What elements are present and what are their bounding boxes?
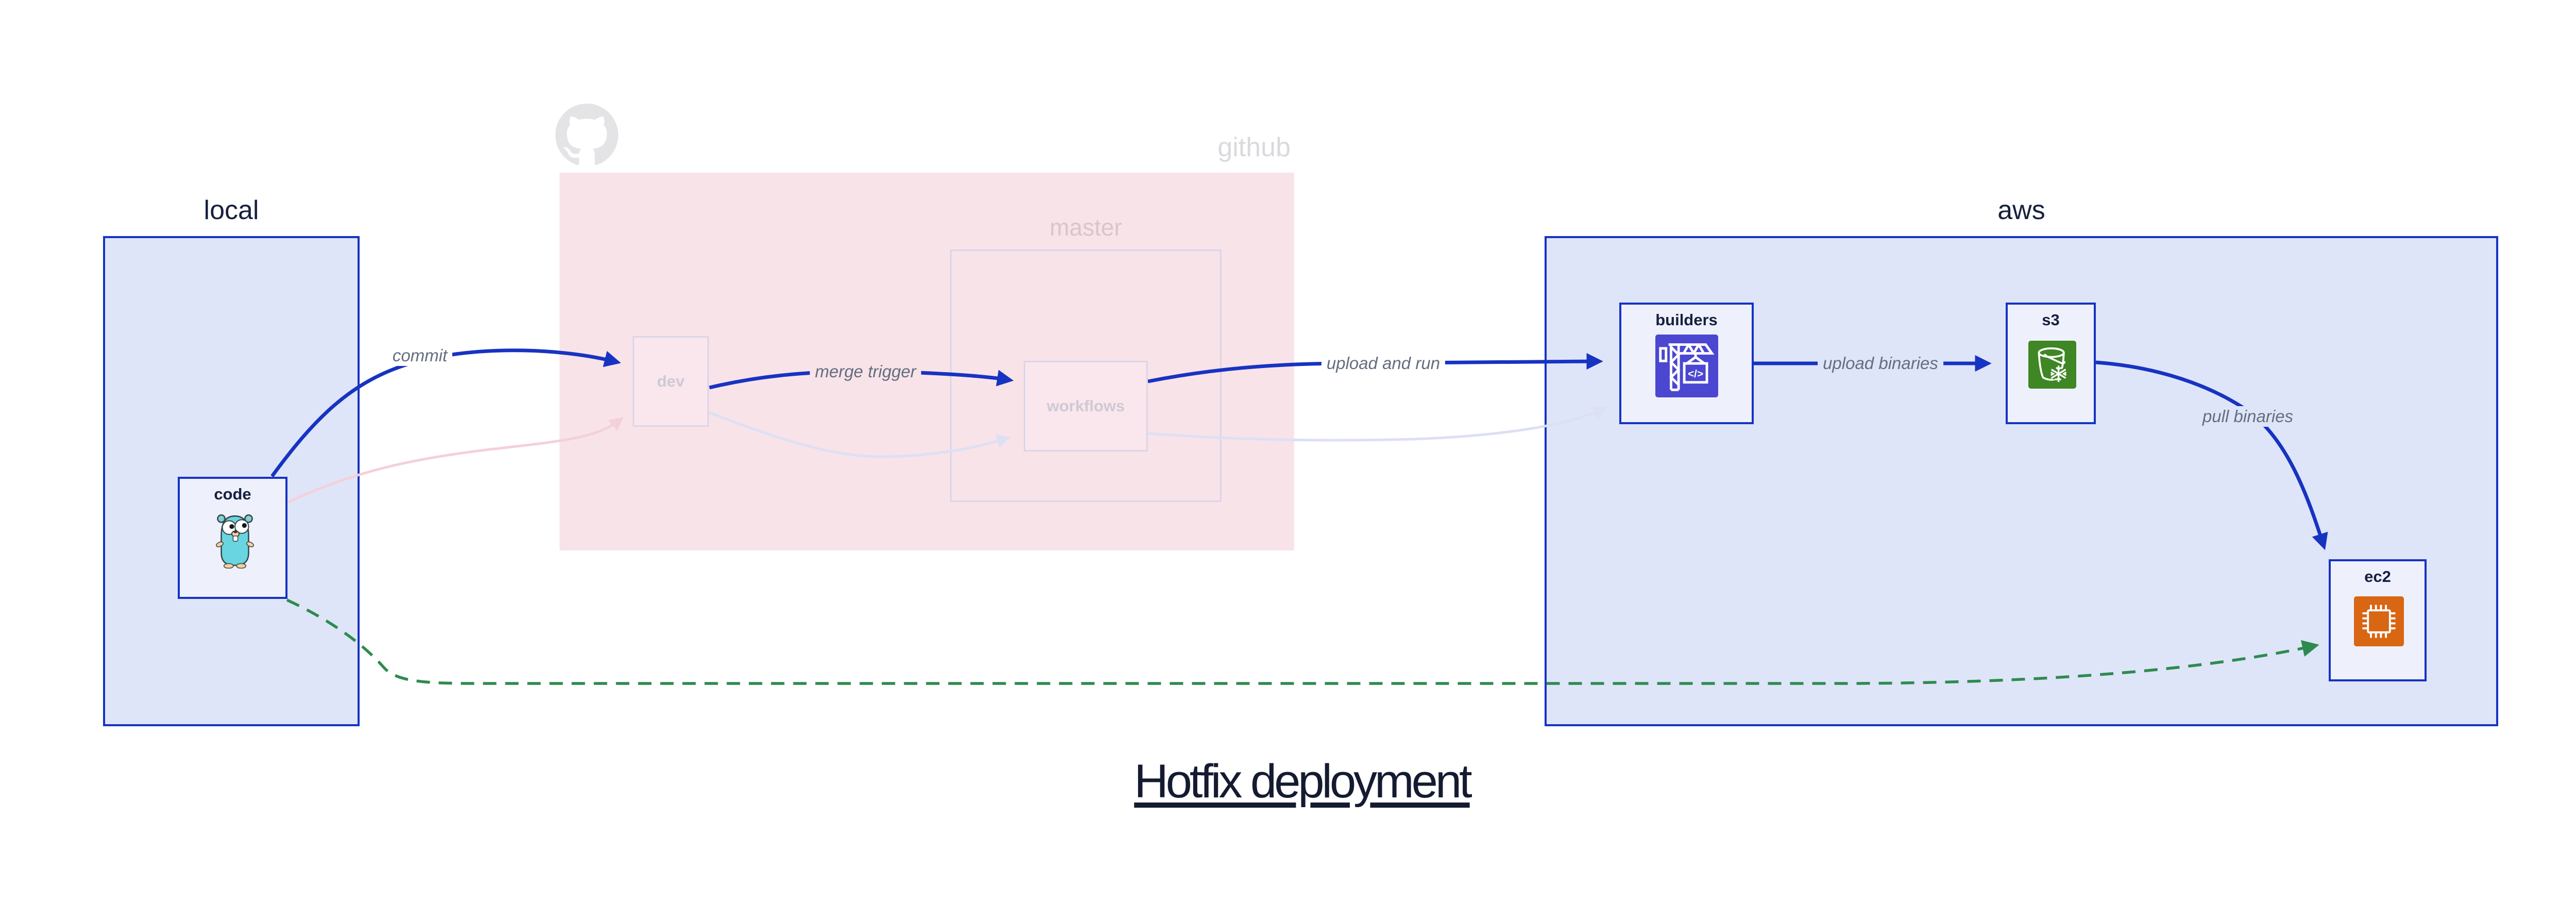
node-ec2: ec2 [2329,559,2427,681]
edge-code-dev-faded [286,416,624,504]
node-builders-label: builders [1655,311,1718,329]
codebuild-crane-icon: </> [1655,335,1718,397]
edge-hotfix-dashed [286,598,2319,685]
region-label-local: local [204,195,259,225]
node-dev-label: dev [657,372,685,390]
node-code: code [178,477,287,599]
edge-commit [270,348,621,478]
node-workflows: workflows [1024,361,1148,452]
ec2-chip-icon [2354,596,2404,646]
node-code-label: code [214,485,251,503]
edge-pull-binaries [2095,360,2328,550]
region-label-aws: aws [1997,195,2045,225]
region-label-master: master [1049,214,1122,241]
octocat-icon [555,104,618,165]
go-gopher-icon [216,514,254,569]
node-workflows-label: workflows [1046,397,1125,415]
edge-workflows-builders-faded [1147,407,1607,442]
node-builders: builders </> [1619,303,1754,424]
node-s3: s3 [2006,303,2096,424]
s3-bucket-snowflake-icon [2028,341,2076,389]
edge-label-pull-binaries: pull binaries [2197,406,2299,427]
edge-label-upload-binaries: upload binaries [1818,353,1943,374]
edge-label-commit: commit [387,345,453,366]
edge-dev-workflows-faded [708,411,1011,458]
diagram-title: Hotfix deployment [1134,755,1472,808]
edge-label-upload-and-run: upload and run [1321,353,1446,374]
edge-label-merge-trigger: merge trigger [809,361,922,382]
node-s3-label: s3 [2042,311,2060,329]
node-ec2-label: ec2 [2364,567,2391,586]
region-label-github: github [1217,132,1291,162]
code-glyph: </> [1688,368,1703,380]
node-dev: dev [633,336,709,427]
